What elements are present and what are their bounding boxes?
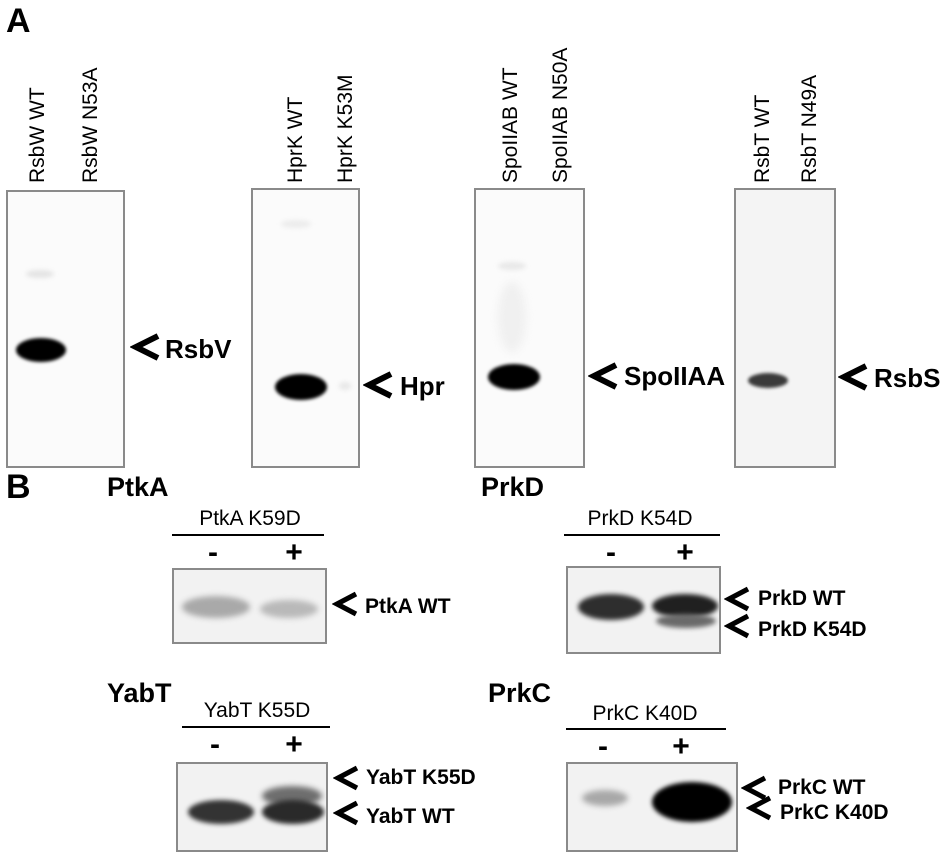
chevron-marker-icon [724, 613, 750, 639]
marker-label-rsbv: RsbV [165, 334, 232, 364]
header-rule [182, 726, 330, 728]
marker-label-hpr: Hpr [400, 371, 445, 401]
plus-sign: + [672, 730, 690, 763]
lane-label-hprk-k53m: HprK K53M [334, 74, 357, 183]
mutant-label-yabt: YabT K55D [203, 699, 311, 722]
band-ptka-minus [182, 596, 250, 618]
chevron-marker-icon [333, 800, 359, 826]
minus-sign: - [210, 728, 220, 761]
band-spoiiaa [488, 364, 540, 390]
panel-a-letter: A [6, 2, 31, 40]
gel-spoiiab [474, 188, 585, 468]
marker-label-prkd-wt: PrkD WT [758, 587, 846, 610]
marker-label-yabt-k55d: YabT K55D [366, 766, 476, 789]
header-rule [564, 534, 720, 536]
blot-yabt [176, 762, 328, 852]
band-yabt-minus [188, 800, 254, 824]
band-rsbv [16, 338, 66, 362]
marker-label-spoiiaa: SpoIIAA [624, 361, 726, 391]
header-rule [172, 534, 324, 536]
lane-label-spoiiab-n50a: SpoIIAB N50A [549, 47, 572, 183]
gel-rsbw [6, 190, 125, 468]
smear [498, 282, 526, 352]
blot-prkc [566, 762, 738, 852]
chevron-marker-icon [333, 765, 359, 791]
faint-band [498, 262, 526, 270]
plus-sign: + [285, 728, 303, 761]
chevron-marker-icon [741, 775, 767, 801]
lane-label-spoiiab-wt: SpoIIAB WT [499, 67, 522, 183]
band-hpr [275, 374, 327, 400]
chevron-marker-icon [363, 371, 393, 399]
band-ptka-plus [260, 600, 318, 618]
lane-label-rsbw-wt: RsbW WT [26, 87, 49, 183]
mutant-label-prkc: PrkC K40D [592, 702, 698, 725]
minus-sign: - [598, 730, 608, 763]
band-yabt-plus-lower [262, 800, 324, 824]
plus-sign: + [676, 536, 694, 569]
chevron-marker-icon [838, 363, 868, 391]
marker-label-prkd-k54d: PrkD K54D [758, 618, 867, 641]
panel-b-letter: B [6, 468, 31, 506]
marker-label-yabt-wt: YabT WT [366, 805, 455, 828]
chevron-marker-icon [130, 333, 160, 361]
blot-ptka [172, 568, 327, 644]
band-prkc-plus [652, 782, 732, 822]
marker-label-rsbs: RsbS [874, 363, 941, 393]
lane-label-rsbt-n49a: RsbT N49A [798, 74, 821, 183]
faint-band [281, 220, 311, 228]
chevron-marker-icon [746, 795, 772, 821]
kinase-title-yabt: YabT [107, 678, 172, 708]
minus-sign: - [208, 536, 218, 569]
kinase-title-prkd: PrkD [481, 472, 545, 502]
faint-band [26, 270, 54, 278]
chevron-marker-icon [332, 591, 358, 617]
plus-sign: + [285, 536, 303, 569]
gel-hprk [251, 188, 360, 468]
lane-label-rsbw-n53a: RsbW N53A [79, 67, 102, 183]
chevron-marker-icon [724, 586, 750, 612]
blot-prkd [566, 566, 721, 654]
band-prkd-minus [578, 594, 644, 620]
marker-label-prkc-k40d: PrkC K40D [780, 801, 889, 824]
kinase-title-prkc: PrkC [488, 678, 552, 708]
lane-label-rsbt-wt: RsbT WT [751, 94, 774, 183]
minus-sign: - [606, 536, 616, 569]
band-prkc-minus [582, 790, 628, 806]
lane-label-hprk-wt: HprK WT [284, 96, 307, 183]
mutant-label-prkd: PrkD K54D [587, 507, 693, 530]
header-rule [566, 728, 726, 730]
marker-label-ptka-wt: PtkA WT [365, 595, 451, 618]
mutant-label-ptka: PtkA K59D [199, 507, 301, 530]
band-rsbs [748, 373, 788, 388]
faint-band [339, 382, 351, 390]
band-prkd-plus-lower [656, 614, 716, 628]
marker-label-prkc-wt: PrkC WT [778, 776, 866, 799]
chevron-marker-icon [588, 362, 618, 390]
gel-rsbt [734, 188, 836, 468]
kinase-title-ptka: PtkA [107, 472, 169, 502]
